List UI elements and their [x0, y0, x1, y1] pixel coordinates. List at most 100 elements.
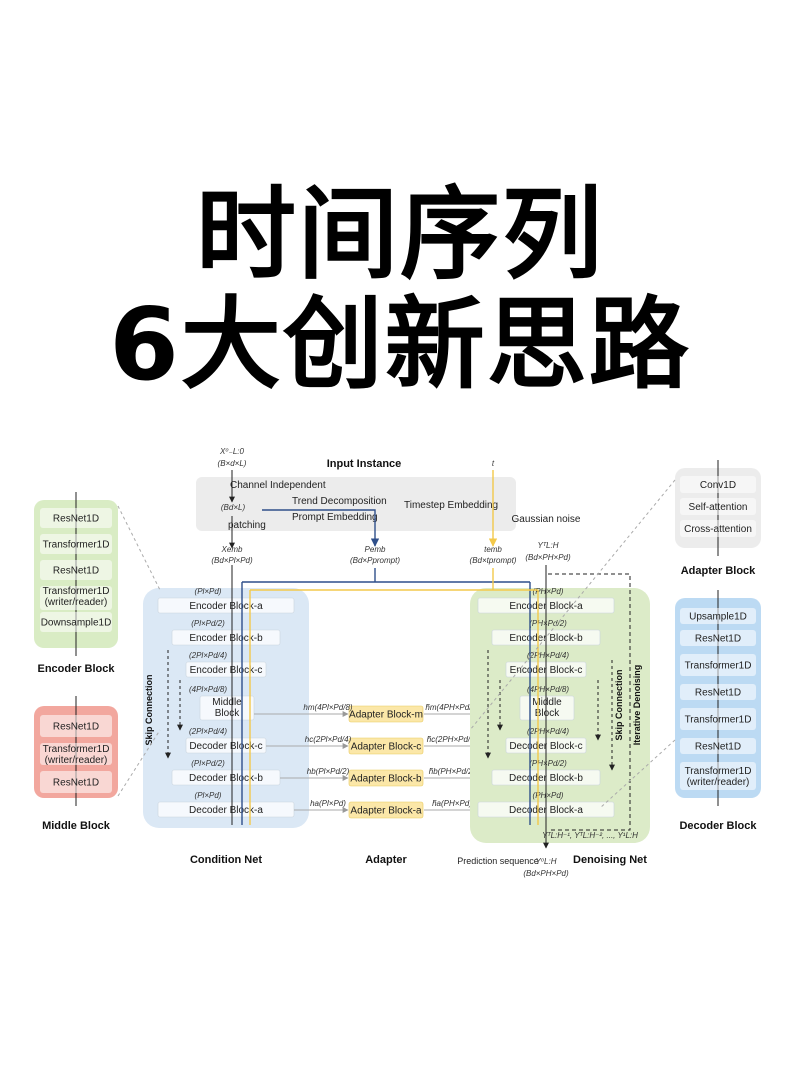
decoder-detail-item-box	[680, 762, 756, 790]
gaussian-noise-label: Gaussian noise	[512, 514, 581, 525]
y-pred-label: Y⁰L:H	[536, 857, 557, 866]
condition-block-label: Encoder Block-a	[189, 601, 263, 612]
title-line-2: 6大创新思路	[109, 286, 691, 403]
decoder-block-detail-title: Decoder Block	[679, 820, 757, 832]
decoder-detail-item-box	[680, 684, 756, 700]
encoder-detail-item-label: ResNet1D	[53, 566, 99, 577]
encoder-detail-item-box	[40, 534, 112, 554]
decoder-detail-item-label: Transformer1D(writer/reader)	[685, 766, 752, 788]
adapter-h-out-label: h̃a(PH×Pd)	[432, 799, 472, 808]
decoder-detail-item-label: ResNet1D	[695, 742, 741, 753]
adapter-block-label: Adapter Block-a	[350, 806, 422, 817]
condition-block	[185, 661, 267, 678]
condition-block-label: Decoder Block-b	[189, 773, 263, 784]
condition-block-label: Encoder Block-c	[190, 665, 263, 676]
adapter-block-label: Adapter Block-c	[351, 742, 422, 753]
condition-block	[199, 695, 255, 721]
prompt-embedding-label: Prompt Embedding	[292, 512, 378, 523]
middle-block-detail-title: Middle Block	[42, 820, 111, 832]
denoise-shape-label: (PH×Pd/2)	[529, 759, 567, 768]
t-label: t	[492, 459, 495, 468]
denoise-block	[519, 695, 575, 721]
adapter-detail-item-label: Cross-attention	[684, 524, 752, 535]
gaussian-noise-text: Gaussian noise	[512, 514, 581, 525]
condition-block-label: Decoder Block-a	[189, 805, 263, 816]
denoise-shape-label: (PH×Pd)	[533, 587, 564, 596]
adapter-block	[348, 801, 424, 819]
p-emb-label: Pemb	[365, 545, 386, 554]
condition-net-title: Condition Net	[190, 854, 262, 866]
adapter-block	[348, 769, 424, 787]
condition-skip-label: Skip Connection	[144, 674, 154, 745]
decoder-detail-item-box	[680, 738, 756, 754]
encoder-detail-item-box	[40, 586, 112, 610]
condition-shape-label: (Pl×Pd/2)	[191, 759, 225, 768]
y-noise-shape: (Bd×PH×Pd)	[525, 553, 571, 562]
decoder-detail-item-label: Upsample1D	[689, 612, 747, 623]
denoise-shape-label: (4PH×Pd/8)	[527, 685, 569, 694]
encoder-block-detail-title: Encoder Block	[37, 663, 115, 675]
adapter-h-in-label: hm(4Pl×Pd/8)	[303, 703, 352, 712]
encoder-detail-item-label: Transformer1D	[43, 540, 110, 551]
denoise-shape-label: (2PH×Pd/4)	[527, 651, 569, 660]
p-emb-shape: (Bd×Pprompt)	[350, 556, 400, 565]
denoise-sequence-label: YᵀL:H⁻¹, YᵀL:H⁻², ..., Y¹L:H	[542, 831, 638, 840]
trend-decomposition-label: Trend Decomposition	[292, 496, 387, 507]
channel-independent-label: Channel Independent	[230, 480, 326, 491]
adapter-detail-item-label: Conv1D	[700, 480, 736, 491]
patching-label: patching	[228, 520, 266, 531]
t-emb-label: temb	[484, 545, 502, 554]
decoder-detail-item-label: ResNet1D	[695, 688, 741, 699]
adapter-block-detail-title-text: Adapter Block	[681, 565, 756, 577]
encoder-detail-item-label: Transformer1D(writer/reader)	[43, 586, 110, 608]
decoder-detail-item-label: Transformer1D	[685, 715, 752, 726]
decoder-detail-item-box	[680, 630, 756, 646]
x-label: X⁰₋L:0	[219, 447, 244, 456]
adapter-block-label: Adapter Block-b	[350, 774, 422, 785]
adapter-detail-item-box	[680, 498, 756, 515]
architecture-diagram: Input Instance X⁰₋L:0 (B×d×L) Channel In…	[34, 447, 761, 878]
denoise-skip-label: Skip Connection	[614, 669, 624, 740]
decoder-detail-item-box	[680, 654, 756, 676]
middle-detail-item-box	[40, 715, 112, 737]
condition-shape-label: (4Pl×Pd/8)	[189, 685, 227, 694]
decoder-detail-item-label: ResNet1D	[695, 634, 741, 645]
adapter-detail-item-label: Self-attention	[689, 502, 748, 513]
adapter-h-out-label: h̃b(PH×Pd/2)	[429, 767, 476, 776]
x-shape: (B×d×L)	[218, 459, 247, 468]
encoder-detail-item-label: ResNet1D	[53, 514, 99, 525]
adapter-block	[348, 737, 424, 755]
iterative-denoising-label: Iterative Denoising	[632, 665, 642, 746]
input-instance-label: Input Instance	[327, 458, 402, 470]
adapter-block-detail-title: Adapter Block	[681, 565, 756, 577]
condition-block	[171, 629, 281, 646]
prediction-label: Prediction sequence	[457, 856, 539, 866]
adapter-h-in-label: ha(Pl×Pd)	[310, 799, 346, 808]
denoise-shape-label: (PH×Pd)	[533, 791, 564, 800]
x-emb-shape: (Bd×Pl×Pd)	[211, 556, 253, 565]
t-emb-shape: (Bd×tprompt)	[470, 556, 517, 565]
timestep-embedding-label: Timestep Embedding	[404, 500, 498, 511]
bdl-label: (Bd×L)	[221, 503, 246, 512]
y-pred-shape: (Bd×PH×Pd)	[523, 869, 569, 878]
middle-detail-item-label: ResNet1D	[53, 778, 99, 789]
condition-block	[157, 597, 295, 614]
encoder-detail-item-label: Downsample1D	[41, 618, 112, 629]
encoder-detail-item-box	[40, 508, 112, 528]
decoder-detail-item-label: Transformer1D	[685, 661, 752, 672]
adapter-h-in-label: hb(Pl×Pd/2)	[307, 767, 350, 776]
adapter-h-in-label: hc(2Pl×Pd/4)	[305, 735, 352, 744]
adapter-detail-item-box	[680, 476, 756, 493]
condition-block-label: Encoder Block-b	[189, 633, 263, 644]
encoder-detail-item-box	[40, 612, 112, 632]
middle-detail-item-label: Transformer1D(writer/reader)	[43, 744, 110, 766]
condition-shape-label: (Pl×Pd)	[195, 791, 222, 800]
condition-shape-label: (2Pl×Pd/4)	[189, 727, 227, 736]
adapter-detail-item-box	[680, 520, 756, 537]
input-embed-panel	[196, 477, 516, 531]
condition-shape-label: (2Pl×Pd/4)	[189, 651, 227, 660]
decoder-detail-item-box	[680, 708, 756, 730]
adapter-h-out-label: h̃m(4PH×Pd/8)	[425, 703, 478, 712]
